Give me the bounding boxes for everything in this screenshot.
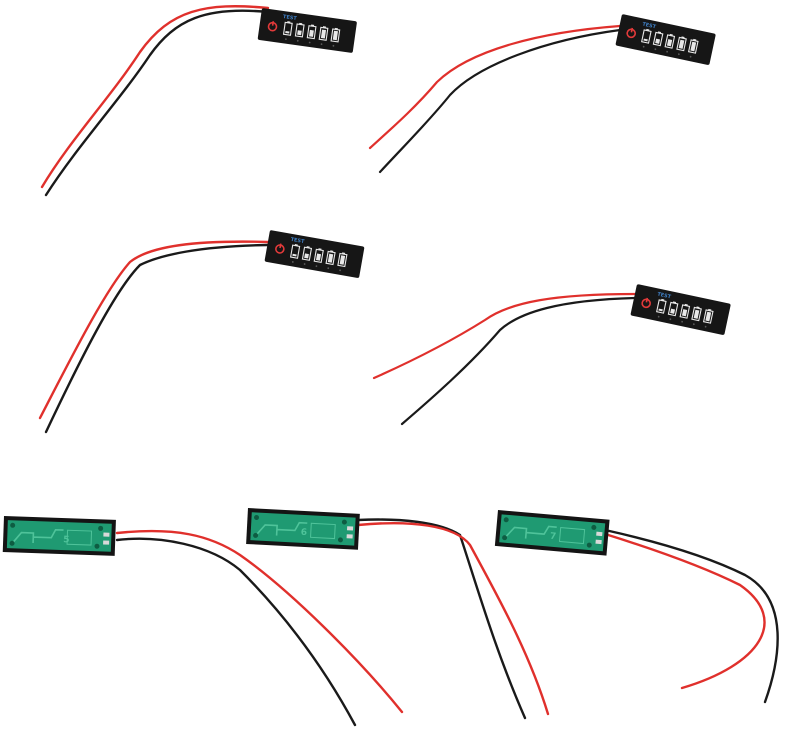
pcb-1-marking: 5 bbox=[63, 535, 70, 545]
indicator-module-3: TEST bbox=[263, 229, 366, 279]
indicator-module-4: TEST bbox=[629, 283, 732, 337]
module-2-test-label: TEST bbox=[642, 22, 657, 31]
wire-pair-bottom-right bbox=[603, 528, 779, 704]
wire-pair-middle-left bbox=[38, 240, 270, 434]
pcb-module-3: 7 bbox=[494, 509, 611, 557]
indicator-module-1: TEST bbox=[256, 7, 358, 54]
pcb-module-2: 6 bbox=[245, 507, 361, 551]
wire-pair-bottom-left bbox=[115, 529, 404, 727]
wire-pair-top-left bbox=[40, 5, 270, 197]
pcb-2-marking: 6 bbox=[301, 528, 308, 538]
wire-pair-middle-right bbox=[372, 292, 637, 426]
module-3-test-label: TEST bbox=[290, 237, 305, 245]
pcb-module-1: 5 bbox=[1, 515, 117, 557]
module-1-test-label: TEST bbox=[283, 14, 298, 22]
pcb-3-marking: 7 bbox=[549, 532, 556, 543]
module-4-test-label: TEST bbox=[657, 292, 672, 301]
wire-pair-top-right bbox=[368, 24, 622, 174]
indicator-module-2: TEST bbox=[614, 13, 717, 67]
wire-pair-bottom-middle bbox=[356, 518, 550, 720]
